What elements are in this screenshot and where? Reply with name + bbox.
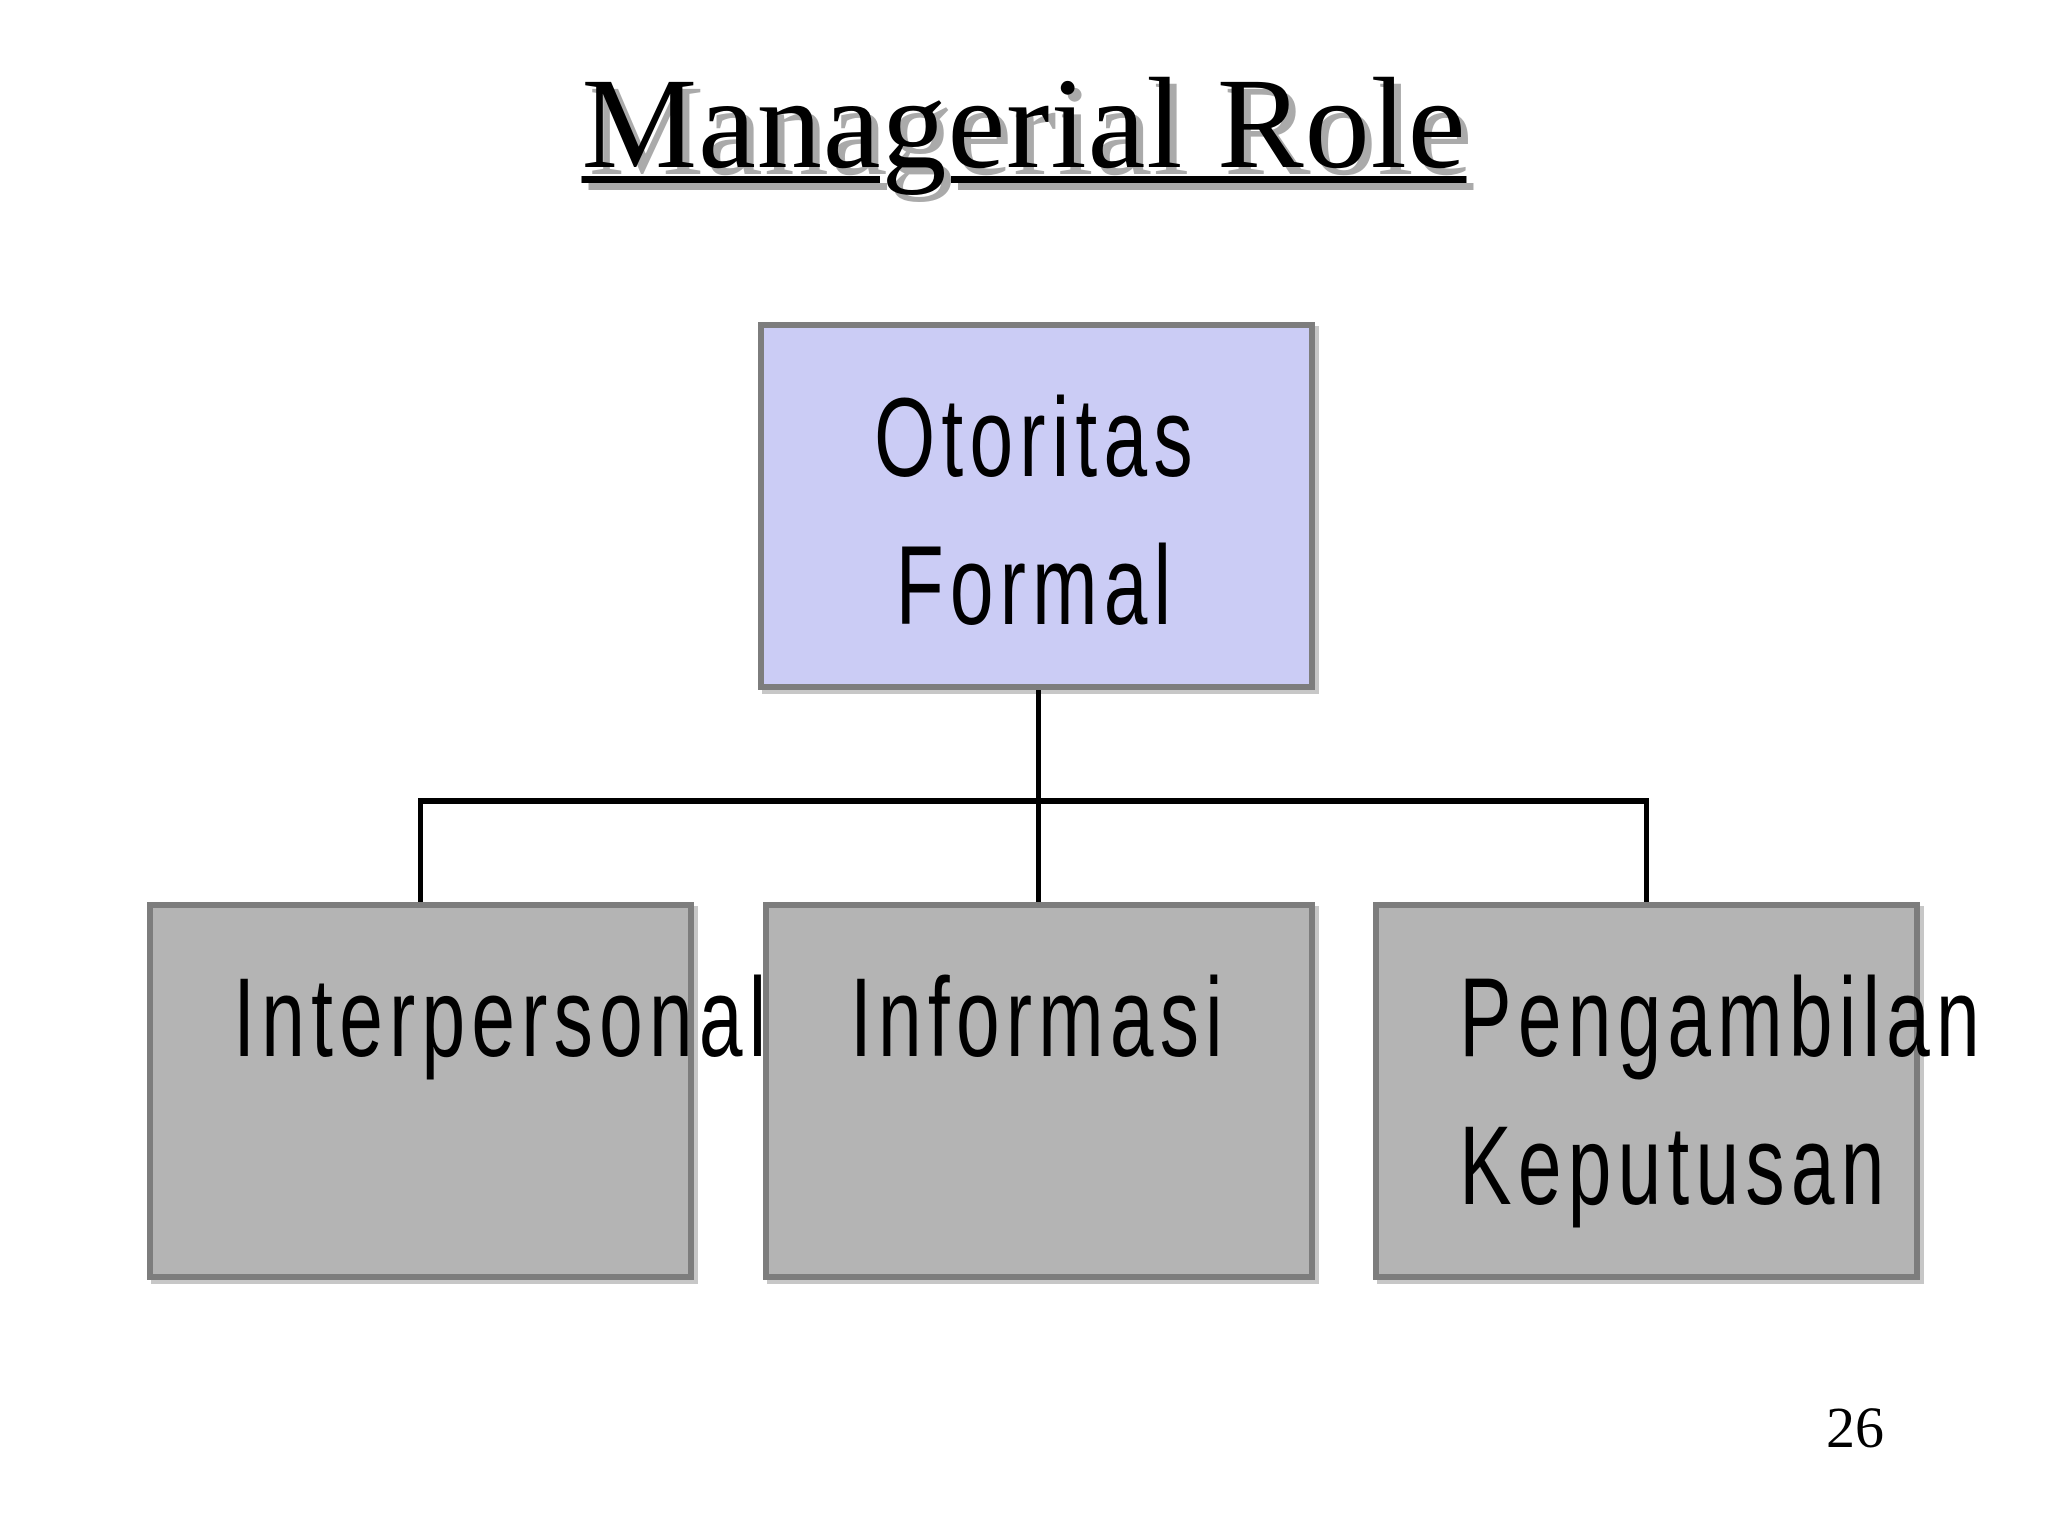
page-number: 26 bbox=[1826, 1395, 1884, 1460]
slide-title: Managerial Role bbox=[581, 52, 1467, 196]
connector-stem bbox=[1036, 690, 1041, 800]
node-label: Informasi bbox=[850, 908, 1228, 1092]
title-area: Managerial Role bbox=[0, 56, 2048, 193]
node-label: Otoritas Formal bbox=[846, 328, 1228, 660]
node-label-line: Pengambilan bbox=[1459, 955, 1986, 1080]
connector-horizontal bbox=[418, 798, 1649, 804]
node-otoritas-formal: Otoritas Formal bbox=[758, 322, 1315, 690]
node-pengambilan-keputusan: Pengambilan Keputusan bbox=[1373, 902, 1986, 1280]
node-interpersonal: Interpersonal bbox=[147, 902, 773, 1280]
node-informasi: Informasi bbox=[763, 902, 1315, 1280]
node-label: Interpersonal bbox=[233, 908, 773, 1092]
node-label-line: Informasi bbox=[850, 955, 1229, 1080]
node-label-line: Otoritas bbox=[874, 375, 1199, 500]
node-label: Pengambilan Keputusan bbox=[1459, 908, 1986, 1240]
connector-drop-middle bbox=[1036, 798, 1041, 902]
node-label-line: Formal bbox=[895, 523, 1178, 648]
node-label-line: Keputusan bbox=[1459, 1103, 1891, 1228]
connector-drop-left bbox=[418, 798, 423, 902]
connector-drop-right bbox=[1644, 798, 1649, 902]
node-label-line: Interpersonal bbox=[233, 955, 773, 1080]
